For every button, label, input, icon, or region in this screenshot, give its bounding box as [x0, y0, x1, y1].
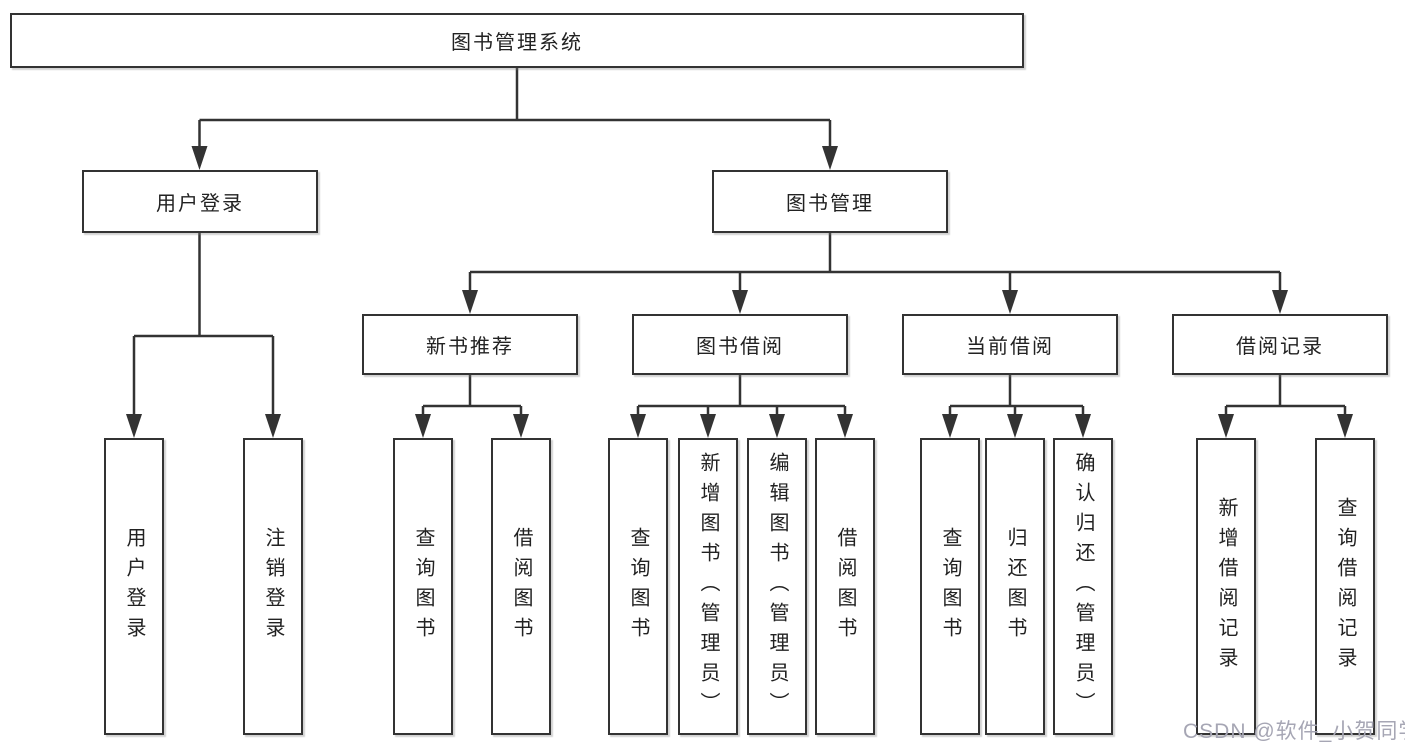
node-book-borrow: 图书借阅 [632, 314, 848, 375]
leaf-logout: 注销登录 [243, 438, 303, 735]
node-root: 图书管理系统 [10, 13, 1024, 68]
arrowhead-icon [1007, 414, 1023, 438]
node-label: 查询图书 [412, 526, 434, 647]
arrowhead-icon [700, 414, 716, 438]
node-current-borrow: 当前借阅 [902, 314, 1118, 375]
leaf-bb-query-book: 查询图书 [608, 438, 668, 735]
arrowhead-icon [513, 414, 529, 438]
node-label: 查询图书 [939, 526, 961, 647]
edge-user-login-to-leaves [132, 233, 275, 414]
node-label: 新增借阅记录 [1215, 496, 1237, 677]
node-label: 借阅记录 [1236, 336, 1324, 358]
node-label: 图书管理系统 [451, 32, 583, 54]
arrowhead-icon [265, 414, 281, 438]
arrowhead-icon [1337, 414, 1353, 438]
node-label: 图书借阅 [696, 336, 784, 358]
arrowhead-icon [462, 290, 478, 314]
node-label: 当前借阅 [966, 336, 1054, 358]
node-label: 用户登录 [123, 526, 145, 647]
arrowhead-icon [1075, 414, 1091, 438]
node-label: 图书管理 [786, 193, 874, 215]
node-label: 查询图书 [627, 526, 649, 647]
node-label: 借阅图书 [510, 526, 532, 647]
node-label: 归还图书 [1004, 526, 1026, 647]
leaf-br-query-record: 查询借阅记录 [1315, 438, 1375, 735]
edge-book-management-to-level3 [468, 233, 1282, 290]
arrowhead-icon [415, 414, 431, 438]
arrowhead-icon [1218, 414, 1234, 438]
edge-root-to-level2 [198, 68, 832, 146]
node-borrow-record: 借阅记录 [1172, 314, 1388, 375]
arrowhead-icon [769, 414, 785, 438]
node-label: 注销登录 [262, 526, 284, 647]
leaf-cb-confirm-return-admin: 确认归还（管理员） [1053, 438, 1113, 735]
node-label: 查询借阅记录 [1334, 496, 1356, 677]
edge-borrow-record-to-leaves [1224, 375, 1347, 414]
arrowhead-icon [942, 414, 958, 438]
arrowheads [126, 146, 1353, 438]
node-label: 新书推荐 [426, 336, 514, 358]
leaf-nbr-borrow-book: 借阅图书 [491, 438, 551, 735]
leaf-bb-add-book-admin: 新增图书（管理员） [678, 438, 738, 735]
leaf-user-login: 用户登录 [104, 438, 164, 735]
leaf-bb-edit-book-admin: 编辑图书（管理员） [747, 438, 807, 735]
edge-book-borrow-to-leaves [636, 375, 847, 414]
arrowhead-icon [732, 290, 748, 314]
node-user-login: 用户登录 [82, 170, 318, 233]
leaf-bb-borrow-book: 借阅图书 [815, 438, 875, 735]
arrowhead-icon [1002, 290, 1018, 314]
edge-current-borrow-to-leaves [948, 375, 1085, 414]
node-book-management: 图书管理 [712, 170, 948, 233]
node-new-book-recommend: 新书推荐 [362, 314, 578, 375]
arrowhead-icon [126, 414, 142, 438]
leaf-cb-return-book: 归还图书 [985, 438, 1045, 735]
edge-new-book-recommend-to-leaves [421, 375, 523, 414]
node-label: 用户登录 [156, 193, 244, 215]
arrowhead-icon [837, 414, 853, 438]
node-label: 确认归还（管理员） [1072, 451, 1094, 722]
leaf-nbr-query-book: 查询图书 [393, 438, 453, 735]
leaf-cb-query-book: 查询图书 [920, 438, 980, 735]
arrowhead-icon [630, 414, 646, 438]
watermark: CSDN @软件_小贺同学 [1183, 720, 1405, 743]
node-label: 借阅图书 [834, 526, 856, 647]
node-label: 新增图书（管理员） [697, 451, 719, 722]
arrowhead-icon [1272, 290, 1288, 314]
node-label: 编辑图书（管理员） [766, 451, 788, 722]
arrowhead-icon [191, 146, 208, 170]
leaf-br-add-record: 新增借阅记录 [1196, 438, 1256, 735]
arrowhead-icon [822, 146, 838, 170]
